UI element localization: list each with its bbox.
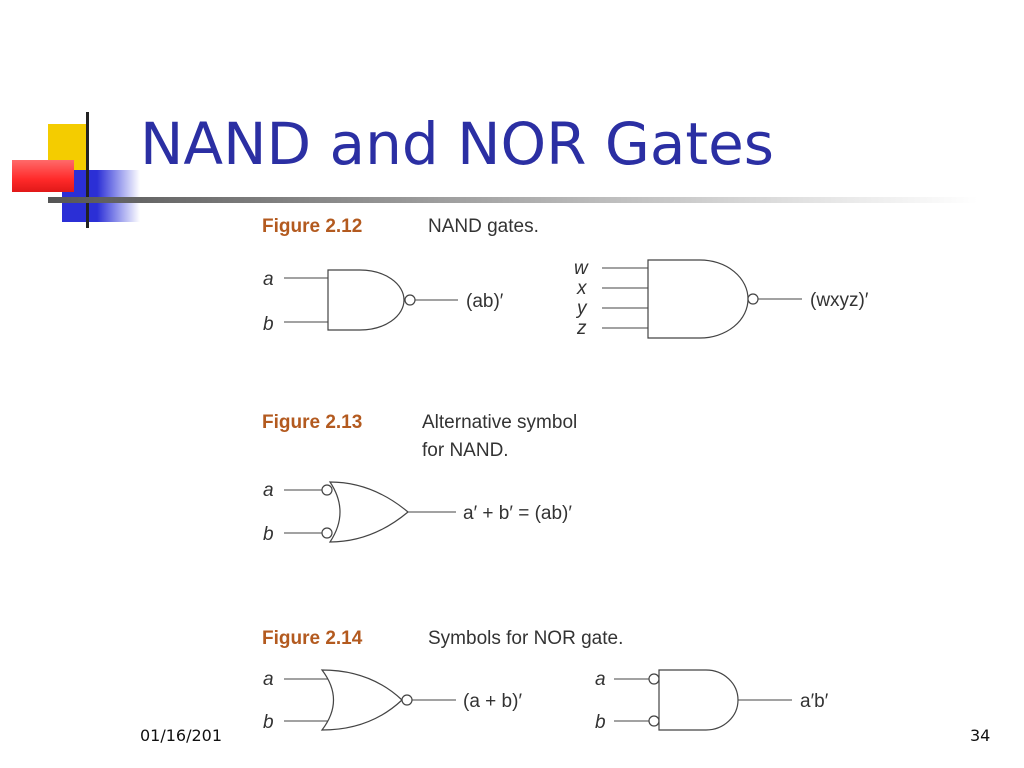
input-label: a <box>263 480 274 501</box>
input-label: x <box>576 278 588 299</box>
nor-gate: a b (a + b)′ <box>263 669 522 733</box>
inversion-bubble <box>321 484 333 496</box>
figure-2-13: Figure 2.13 Alternative symbol for NAND.… <box>262 412 577 545</box>
input-label: a <box>263 269 274 290</box>
inversion-bubble <box>648 673 660 685</box>
deco-vertical-line <box>86 112 89 228</box>
footer-date: 01/16/201 <box>140 726 223 745</box>
or-gate-inverted-inputs: a b a′ + b′ = (ab)′ <box>263 480 572 545</box>
inversion-bubble <box>747 293 759 305</box>
nand-gate-2-input: a b (ab)′ <box>263 269 504 335</box>
input-label: z <box>576 318 587 339</box>
slide-title: NAND and NOR Gates <box>140 110 775 178</box>
figure-caption: Symbols for NOR gate. <box>428 628 623 649</box>
input-label: a <box>263 669 274 690</box>
figure-2-14: Figure 2.14 Symbols for NOR gate. a b (a… <box>262 628 829 733</box>
output-expression: a′ + b′ = (ab)′ <box>463 503 572 524</box>
input-label: b <box>595 712 606 733</box>
figure-label: Figure 2.12 <box>262 216 362 237</box>
inversion-bubble <box>404 294 416 306</box>
figure-2-12: Figure 2.12 NAND gates. a b (ab)′ w x y … <box>262 216 869 339</box>
deco-red-square <box>12 160 74 192</box>
figure-caption: NAND gates. <box>428 216 539 237</box>
deco-blue-square <box>62 170 140 222</box>
inversion-bubble <box>401 694 413 706</box>
input-label: b <box>263 712 274 733</box>
input-label: b <box>263 524 274 545</box>
title-underline <box>48 197 978 203</box>
inversion-bubble <box>321 527 333 539</box>
inversion-bubble <box>648 715 660 727</box>
input-label: b <box>263 314 274 335</box>
figure-caption: for NAND. <box>422 440 509 461</box>
input-label: w <box>574 258 589 279</box>
nand-gate-4-input: w x y z (wxyz)′ <box>574 258 869 339</box>
figure-label: Figure 2.14 <box>262 628 363 649</box>
output-expression: (ab)′ <box>466 291 504 312</box>
input-label: y <box>575 298 588 319</box>
output-expression: (a + b)′ <box>463 691 522 712</box>
input-label: a <box>595 669 606 690</box>
figure-caption: Alternative symbol <box>422 412 577 433</box>
and-gate-inverted-inputs: a b a′b′ <box>595 669 829 733</box>
page-number: 34 <box>970 726 991 745</box>
output-expression: a′b′ <box>800 691 829 712</box>
figure-label: Figure 2.13 <box>262 412 362 433</box>
output-expression: (wxyz)′ <box>810 290 869 311</box>
